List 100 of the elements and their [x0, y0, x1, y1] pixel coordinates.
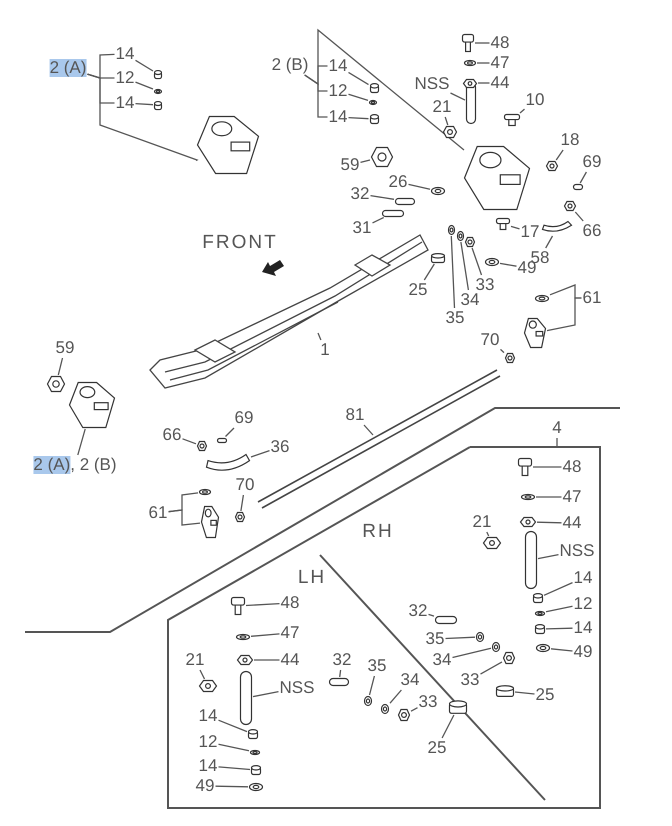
callout-number: 34 — [432, 651, 452, 669]
leader-line — [218, 744, 250, 752]
callout-number: 12 — [116, 69, 134, 87]
pin-drawing — [382, 210, 404, 216]
callout-number: 14 — [116, 45, 134, 63]
leader-line — [533, 466, 562, 468]
callout-number: 59 — [340, 156, 360, 174]
leader-line — [348, 116, 369, 120]
callout-number: 14 — [328, 108, 348, 126]
callout-number: 10 — [526, 91, 544, 109]
leader-line — [500, 348, 504, 354]
callout-number: 47 — [562, 488, 582, 506]
callout-number: 49 — [196, 777, 214, 795]
knuckle-drawing — [524, 318, 546, 348]
leader-line — [478, 82, 490, 84]
bolt-drawing — [518, 458, 532, 476]
pin-drawing — [240, 671, 252, 725]
washer-drawing — [236, 634, 250, 640]
washer-drawing — [485, 258, 499, 266]
callout-number: 48 — [490, 34, 510, 52]
callout-number: 14 — [116, 94, 134, 112]
callout-number: 25 — [408, 281, 428, 299]
bushing-drawing — [431, 253, 445, 263]
callout-number: 49 — [518, 259, 536, 277]
pin-drawing — [395, 198, 415, 204]
leader-line — [545, 236, 554, 248]
knuckle-drawing — [201, 506, 219, 538]
washer-drawing — [431, 187, 445, 195]
leader-line — [574, 212, 584, 222]
o-ring-drawing — [154, 88, 162, 94]
knuckle-drawing — [464, 146, 530, 210]
callout-number: 69 — [582, 153, 602, 171]
leader-line — [486, 532, 490, 536]
callout-number: 17 — [520, 223, 540, 241]
leader-line — [372, 216, 384, 224]
leader-line — [135, 102, 154, 106]
leader-line — [58, 358, 64, 376]
callout-number: 1 — [320, 341, 330, 359]
bolt-drawing — [504, 114, 520, 126]
leader-line — [442, 714, 454, 738]
nut-drawing — [235, 512, 245, 522]
callout-number: 48 — [280, 594, 300, 612]
callout-number: 44 — [280, 651, 300, 669]
leader-line — [215, 786, 248, 788]
nut-drawing — [483, 537, 501, 549]
bolt-drawing — [462, 34, 474, 52]
nut-drawing — [505, 353, 515, 363]
leader-line — [546, 606, 573, 612]
leader-line — [514, 691, 535, 695]
leader-line — [390, 690, 402, 704]
leader-line — [368, 676, 376, 696]
leader-line — [480, 661, 502, 675]
leader-line — [536, 522, 562, 524]
bolt-drawing — [231, 597, 245, 615]
callout-number: 2 (A) — [33, 456, 70, 474]
leader-line — [428, 614, 434, 617]
nut-drawing — [197, 441, 207, 451]
callout-number: 32 — [408, 602, 428, 620]
leader-line — [556, 150, 564, 160]
washer-drawing — [476, 632, 484, 642]
callout-number: 25 — [536, 686, 554, 704]
callout-number: 14 — [198, 707, 218, 725]
callout-number: 32 — [332, 651, 352, 669]
bushing-drawing — [370, 83, 378, 93]
leader-line — [477, 62, 490, 64]
washer-drawing — [364, 696, 372, 706]
washer-drawing — [249, 783, 263, 791]
callout-number: 36 — [270, 438, 290, 456]
nut-drawing — [47, 376, 65, 392]
callout-number: 21 — [186, 651, 204, 669]
leader-line — [444, 116, 448, 126]
callout-number: 33 — [460, 671, 480, 689]
leader-line — [250, 450, 270, 458]
callout-number: 14 — [328, 57, 348, 75]
leader-line — [475, 42, 490, 44]
leader-line — [199, 670, 206, 680]
callout-number: 61 — [582, 289, 602, 307]
leader-line — [370, 194, 394, 200]
bushing-drawing — [154, 100, 162, 110]
callout-number: 35 — [446, 309, 464, 327]
o-ring-drawing — [250, 750, 260, 754]
leader-line — [445, 636, 476, 640]
leader-line — [135, 60, 154, 72]
leader-line — [218, 720, 248, 732]
callout-number: 2 (B) — [272, 56, 308, 74]
leader-line — [252, 690, 279, 698]
leader-line — [77, 428, 86, 456]
leader-line — [538, 554, 559, 560]
nut-drawing — [465, 237, 475, 247]
callout-number: 31 — [352, 219, 372, 237]
washer-drawing — [536, 644, 550, 652]
leader-line — [410, 707, 418, 712]
callout-number: 2 (A) — [50, 59, 86, 77]
callout-number: 4 — [552, 419, 562, 437]
nut-drawing — [199, 680, 217, 692]
callout-number: 81 — [346, 406, 364, 424]
leader-line — [452, 648, 492, 658]
o-ring-drawing — [369, 100, 377, 104]
pin-drawing — [525, 531, 537, 589]
knuckle-drawing — [197, 116, 259, 174]
